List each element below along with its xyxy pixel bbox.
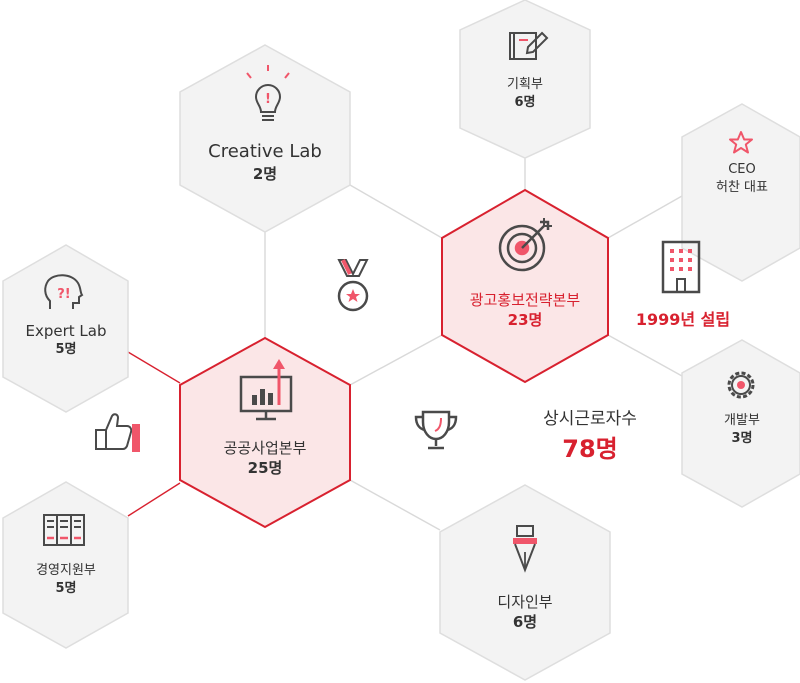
- node-name: 기획부: [507, 77, 543, 92]
- connector-line: [607, 195, 683, 239]
- employees-label: 상시근로자수: [543, 409, 637, 429]
- node-count: 6명: [514, 94, 536, 110]
- node-count: 2명: [252, 165, 278, 184]
- node-ad-strategy: 광고홍보전략본부 23명: [445, 290, 605, 331]
- highlight-connectors: [127, 351, 181, 517]
- trophy-icon: [414, 410, 458, 450]
- hex-creative-lab: [179, 44, 351, 233]
- file-cabinet-icon: [43, 514, 85, 546]
- node-creative-lab: Creative Lab 2명: [190, 140, 340, 185]
- node-name: Creative Lab: [208, 141, 322, 162]
- connector-line: [349, 334, 443, 386]
- hex-dev: [681, 339, 800, 508]
- target-arrow-icon: [498, 218, 552, 272]
- node-ceo: CEO 허찬 대표: [692, 161, 792, 196]
- node-count: 25명: [247, 459, 283, 478]
- node-planning: 기획부 6명: [475, 76, 575, 111]
- node-public-biz: 공공사업본부 25명: [185, 438, 345, 479]
- connector-line: [607, 334, 683, 377]
- node-count: 허찬 대표: [716, 179, 768, 195]
- hex-ceo: [681, 103, 800, 282]
- question-head-icon: ?!: [44, 274, 84, 309]
- established-year: 1999년 설립: [635, 310, 731, 329]
- node-count: 23명: [507, 311, 543, 330]
- hex-expert-lab: [2, 244, 129, 413]
- lightbulb-icon: !: [246, 65, 290, 121]
- hex-public-biz: [179, 336, 351, 529]
- building-icon: [661, 240, 701, 294]
- node-name: 개발부: [724, 413, 760, 428]
- node-count: 3명: [731, 430, 753, 446]
- chart-monitor-icon: [239, 359, 293, 421]
- node-name: CEO: [728, 162, 756, 177]
- connector-line: [127, 351, 181, 384]
- svg-text:?!: ?!: [57, 287, 70, 302]
- notepad-pencil-icon: [509, 31, 549, 60]
- svg-text:!: !: [265, 92, 271, 107]
- medal-icon: [337, 259, 369, 312]
- hex-design: [439, 484, 611, 681]
- hex-management: [2, 481, 129, 649]
- node-management: 경영지원부 5명: [6, 562, 126, 597]
- node-name: 공공사업본부: [223, 439, 307, 457]
- star-icon: [729, 131, 753, 154]
- node-count: 5명: [55, 342, 77, 358]
- pen-nib-icon: [513, 525, 537, 573]
- node-count: 6명: [512, 613, 538, 632]
- node-count: 5명: [55, 580, 77, 596]
- connector-line: [349, 479, 441, 531]
- connector-line: [127, 482, 181, 517]
- node-name: 광고홍보전략본부: [469, 291, 581, 309]
- node-name: Expert Lab: [25, 322, 107, 340]
- connector-line: [349, 184, 443, 239]
- node-name: 경영지원부: [36, 563, 96, 578]
- hex-ad-strategy: [441, 188, 609, 384]
- node-design: 디자인부 6명: [455, 592, 595, 633]
- node-expert-lab: Expert Lab 5명: [6, 321, 126, 359]
- hex-planning: [459, 0, 591, 159]
- node-name: 디자인부: [497, 593, 553, 611]
- gear-icon: [727, 371, 755, 399]
- node-dev: 개발부 3명: [692, 412, 792, 447]
- thumbs-up-icon: [95, 413, 140, 452]
- employees-count: 78명: [562, 435, 618, 463]
